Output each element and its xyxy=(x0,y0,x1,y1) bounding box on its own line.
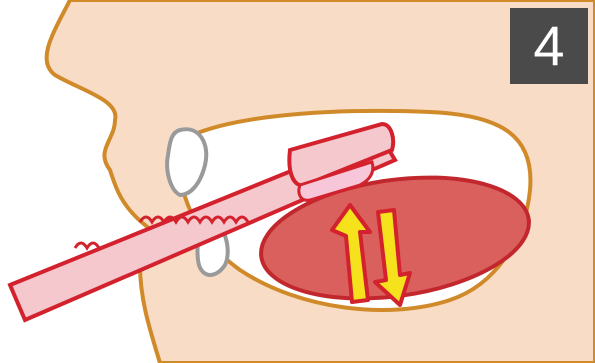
step-number-badge: 4 xyxy=(510,8,588,84)
step-number: 4 xyxy=(533,18,564,74)
